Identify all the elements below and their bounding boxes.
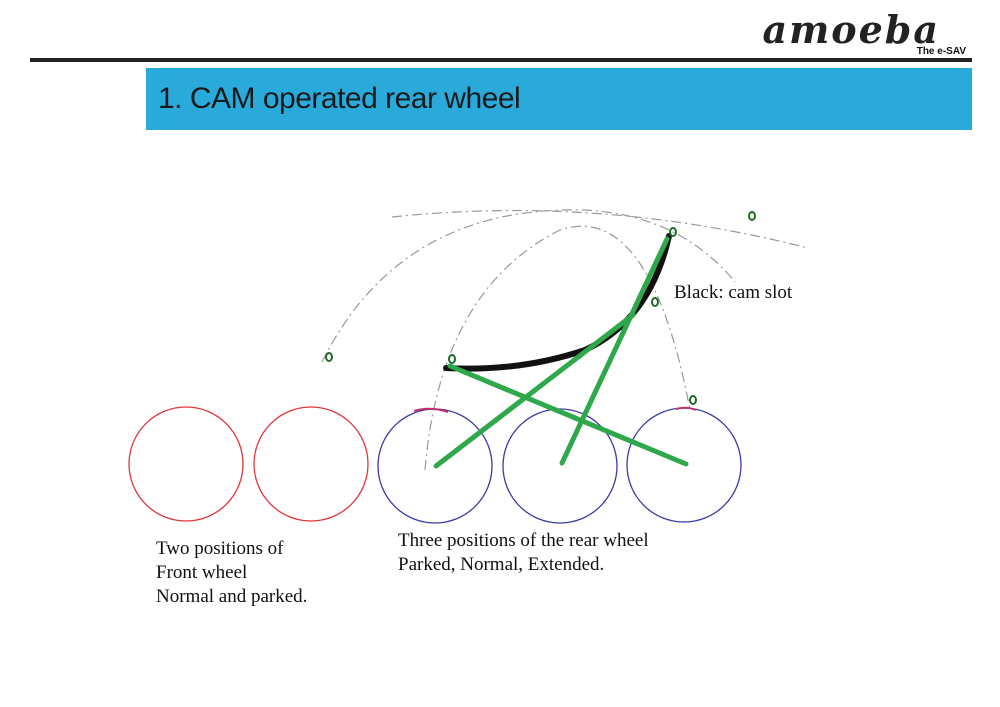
front-wheel-caption: Two positions of Front wheel Normal and … [156, 537, 307, 609]
wheel-contact-mark-1 [413, 407, 449, 413]
cam-slot-label: Black: cam slot [674, 282, 793, 303]
title-bar: 1. CAM operated rear wheel [146, 68, 972, 130]
front-caption-line: Normal and parked. [156, 586, 308, 607]
rear-caption-line: Parked, Normal, Extended. [398, 554, 605, 575]
front-caption-line: Front wheel [156, 562, 248, 583]
logo-tagline: The e-SAV [916, 46, 966, 57]
front-caption-line: Two positions of [156, 538, 284, 559]
slide-title: 1. CAM operated rear wheel [158, 82, 521, 115]
rear-wheel-caption: Three positions of the rear wheel Parked… [398, 529, 649, 577]
arc-path-2 [391, 209, 809, 249]
arc-path-3 [424, 225, 691, 471]
arc-path-1 [321, 209, 736, 363]
pivot-marker [325, 352, 333, 362]
amoeba-logo: amoeba The e-SAV [700, 6, 970, 58]
arm-parked [433, 312, 636, 469]
pivot-marker [448, 354, 456, 364]
pivot-marker [748, 211, 756, 221]
arm-extended [447, 363, 689, 467]
wheel-contact-mark-2 [675, 406, 697, 411]
front-wheel-2 [253, 406, 369, 522]
arm-normal [559, 236, 670, 466]
front-wheel-1 [128, 406, 244, 522]
pivot-marker [651, 297, 659, 307]
pivot-marker [669, 227, 677, 237]
rear-caption-line: Three positions of the rear wheel [398, 530, 649, 551]
header-rule [30, 58, 972, 62]
pivot-marker [689, 395, 697, 405]
logo-wordmark: amoeba [762, 7, 940, 52]
